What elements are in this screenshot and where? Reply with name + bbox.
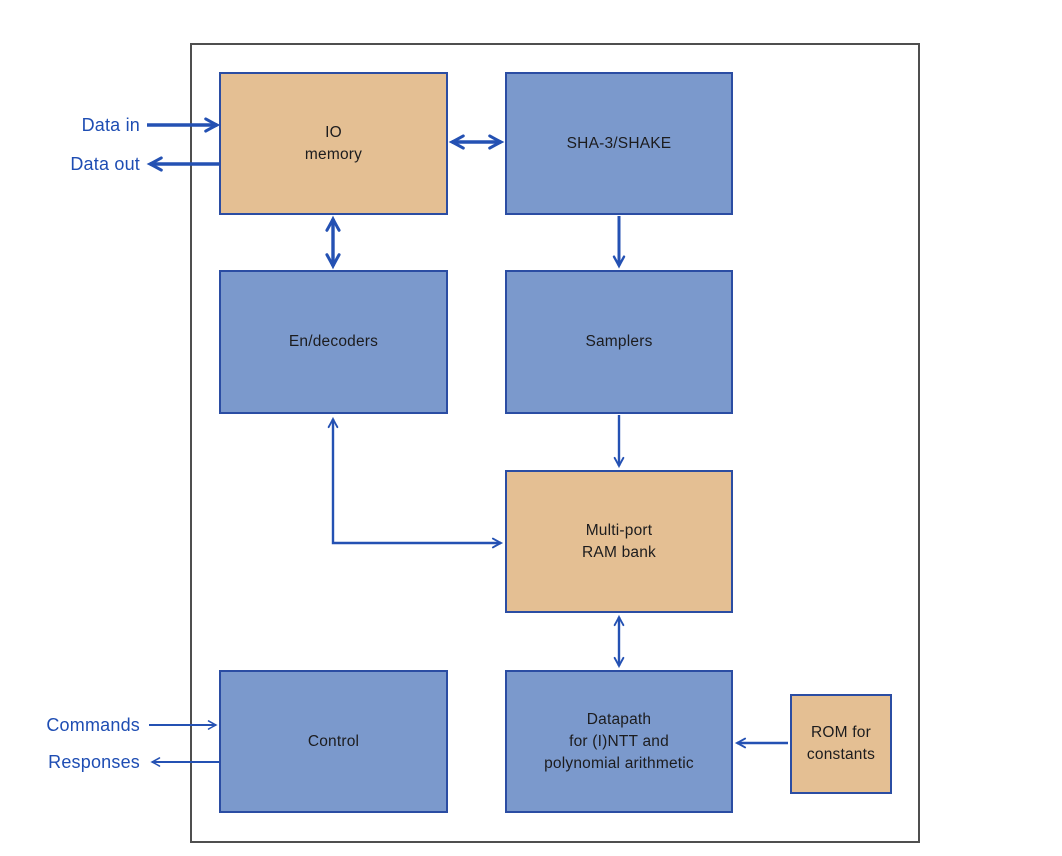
block-io-memory: IO memory bbox=[219, 72, 448, 215]
block-text-line: En/decoders bbox=[288, 333, 379, 350]
block-text-line: constants bbox=[806, 746, 876, 763]
block-rom-constants-label: ROM for constants bbox=[807, 722, 875, 766]
block-datapath-label: Datapath for (I)NTT and polynomial arith… bbox=[544, 709, 694, 775]
block-text-line: Control bbox=[307, 732, 360, 750]
block-samplers: Samplers bbox=[505, 270, 733, 414]
block-datapath: Datapath for (I)NTT and polynomial arith… bbox=[505, 670, 733, 813]
label-data-out: Data out bbox=[70, 154, 140, 174]
chip-boundary-frame bbox=[190, 43, 920, 843]
block-sha3-shake: SHA-3/SHAKE bbox=[505, 72, 733, 215]
label-responses: Responses bbox=[48, 752, 140, 772]
block-text-line: Multi-port bbox=[585, 521, 653, 539]
block-io-memory-label: IO memory bbox=[305, 122, 362, 166]
block-rom-constants: ROM for constants bbox=[790, 694, 892, 794]
block-text-line: SHA-3/SHAKE bbox=[566, 134, 672, 152]
block-sha3-shake-label: SHA-3/SHAKE bbox=[567, 133, 672, 155]
block-text-line: RAM bank bbox=[582, 543, 656, 561]
block-text-line: IO bbox=[325, 123, 342, 141]
label-commands: Commands bbox=[46, 715, 140, 735]
block-text-line: Samplers bbox=[585, 333, 653, 350]
block-text-line: ROM for bbox=[811, 724, 871, 741]
block-samplers-label: Samplers bbox=[585, 331, 652, 353]
block-text-line: Datapath bbox=[586, 710, 652, 728]
block-text-line: polynomial arithmetic bbox=[544, 754, 694, 772]
block-endecoders: En/decoders bbox=[219, 270, 448, 414]
block-endecoders-label: En/decoders bbox=[289, 331, 378, 353]
block-text-line: for (I)NTT and bbox=[569, 732, 669, 750]
block-multiport-ram-bank-label: Multi-port RAM bank bbox=[582, 520, 656, 564]
block-multiport-ram-bank: Multi-port RAM bank bbox=[505, 470, 733, 613]
block-text-line: memory bbox=[304, 145, 363, 163]
block-control: Control bbox=[219, 670, 448, 813]
label-data-in: Data in bbox=[81, 115, 140, 135]
block-control-label: Control bbox=[308, 731, 359, 753]
